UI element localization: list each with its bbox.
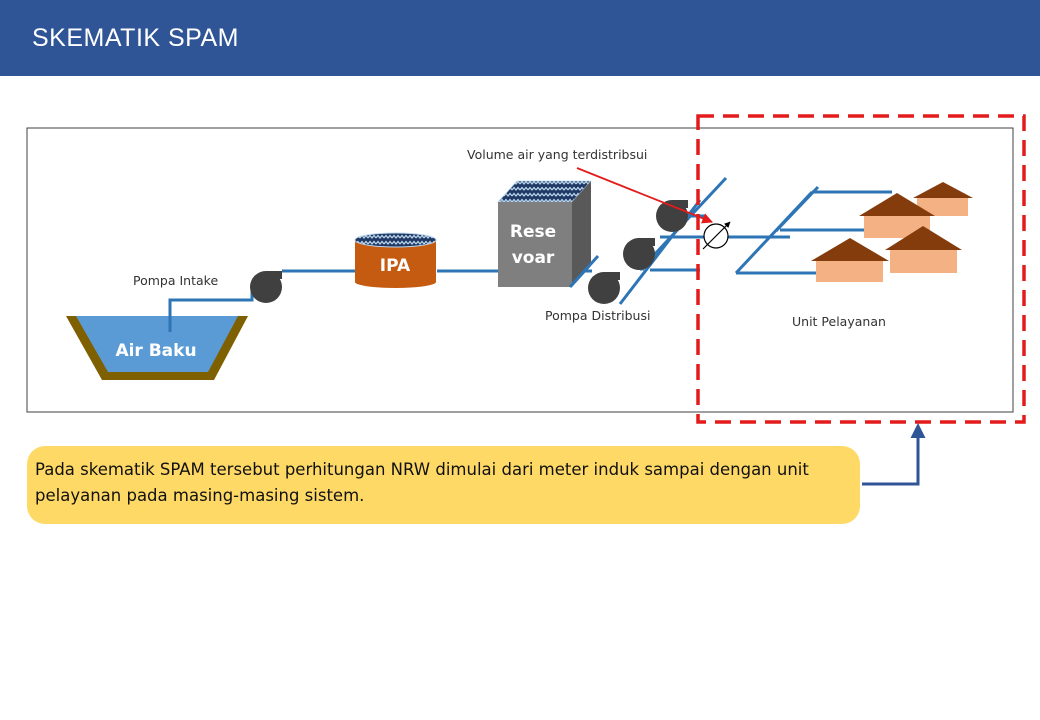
reservoir-label-line2: voar [512,248,555,268]
page-title: SKEMATIK SPAM [32,24,240,52]
explanation-text: Pada skematik SPAM tersebut perhitungan … [35,460,809,505]
reservoir: Rese voar [497,180,592,287]
explanation-callout: Pada skematik SPAM tersebut perhitungan … [27,446,860,524]
meter-induk-icon [702,221,731,250]
house-1 [913,182,973,216]
unit-pelayanan-label: Unit Pelayanan [792,314,886,329]
header-bar: SKEMATIK SPAM [0,0,1040,76]
air-baku-basin: Air Baku [66,316,248,380]
pompa-intake-label: Pompa Intake [133,273,218,288]
pompa-distribusi-pumps [588,200,688,304]
volume-label: Volume air yang terdistribsui [467,147,647,162]
volume-pointer-arrow [576,167,714,224]
diagram-frame [26,127,1014,413]
distribution-pump-3 [656,200,688,232]
pompa-intake-pump [250,271,282,303]
callout-connector-arrow [862,423,926,486]
distribution-pump-2 [623,238,655,270]
house-3 [885,226,962,273]
distribution-pump-1 [588,272,620,304]
nrw-highlight-box [696,114,1026,424]
house-4 [811,238,889,282]
ipa-tank: IPA [354,232,437,288]
pompa-distribusi-label: Pompa Distribusi [545,308,650,323]
reservoir-label-line1: Rese [510,222,556,242]
ipa-label: IPA [380,256,411,276]
air-baku-label: Air Baku [115,341,196,361]
